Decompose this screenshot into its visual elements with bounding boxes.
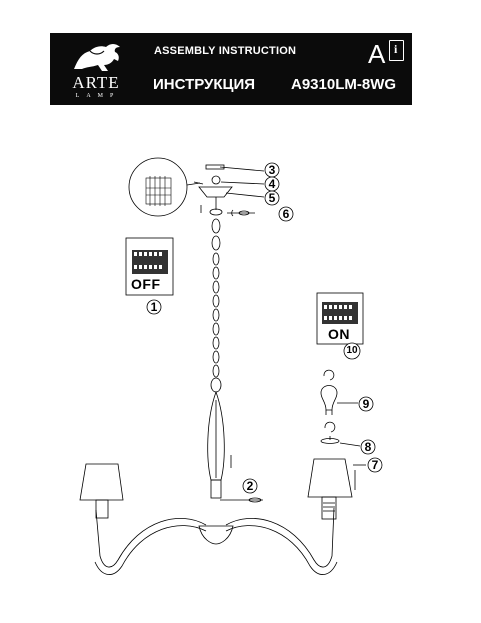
- chain: [210, 218, 222, 393]
- wiring-detail: [128, 157, 188, 217]
- callout-9: 9: [362, 397, 370, 411]
- brand-logo: ARTE LAMP: [60, 39, 132, 101]
- canopy: [198, 186, 233, 198]
- callout-10: 10: [346, 345, 358, 356]
- callout-5: 5: [268, 191, 276, 205]
- off-label: OFF: [131, 276, 161, 292]
- title-english: ASSEMBLY INSTRUCTION: [154, 45, 297, 57]
- callout-2: 2: [246, 479, 254, 493]
- terminal-block-detail: [145, 176, 172, 206]
- model-number: A9310LM-8WG: [291, 76, 397, 93]
- right-arm: [225, 507, 335, 568]
- callout-7: 7: [371, 458, 379, 472]
- on-label: ON: [328, 326, 350, 342]
- section-letter: A: [368, 39, 386, 69]
- title-russian: ИНСТРУКЦИЯ: [153, 76, 256, 93]
- callout-4: 4: [268, 177, 276, 191]
- bulb: [320, 385, 338, 411]
- right-shade: [307, 458, 353, 498]
- callout-6: 6: [282, 207, 290, 221]
- left-arm: [95, 509, 207, 568]
- lion-logo-icon: [74, 44, 120, 71]
- left-shade: [79, 463, 124, 501]
- info-icon: i: [389, 40, 404, 61]
- brand-subtitle: LAMP: [75, 93, 121, 99]
- header-bar: ARTE LAMP ASSEMBLY INSTRUCTION ИНСТРУКЦИ…: [50, 33, 412, 105]
- callout-3: 3: [268, 163, 276, 177]
- callout-8: 8: [364, 440, 372, 454]
- callout-1: 1: [150, 300, 158, 314]
- center-bowl: [198, 525, 234, 545]
- on-terminal-box: [316, 292, 364, 345]
- off-terminal-box: [125, 237, 174, 296]
- brand-name: ARTE: [72, 73, 120, 92]
